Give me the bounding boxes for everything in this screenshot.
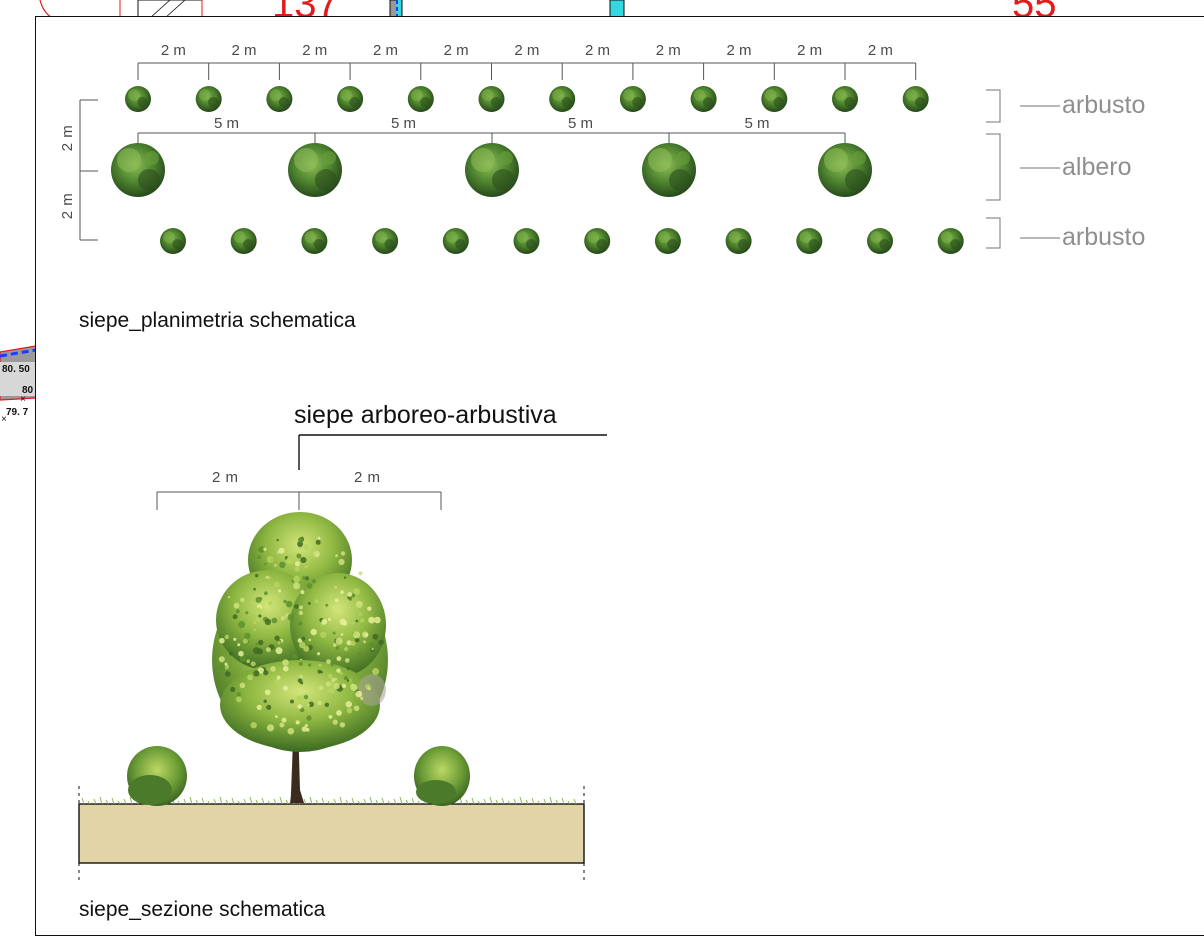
row-label-shrub: arbusto [1062, 223, 1146, 251]
dimension-label: 5 m [391, 115, 416, 132]
survey-point-marker: × [20, 394, 26, 405]
shrub [867, 228, 893, 254]
dimension-label: 5 m [214, 115, 239, 132]
tree [288, 143, 342, 197]
tree-row [111, 143, 872, 197]
tree-spacing-dimension: 5 m 5 m 5 m 5 m [137, 115, 846, 150]
shrub [584, 228, 611, 254]
row-spacing-dimension [79, 99, 98, 241]
section-title: siepe arboreo-arbustiva [294, 401, 557, 429]
shrub [230, 228, 257, 254]
shrub [654, 228, 681, 254]
dimension-label: 2 m [302, 42, 327, 59]
shrub [337, 86, 364, 112]
elevation-label: 80 [22, 385, 34, 396]
section-dim-left: 2 m [212, 469, 239, 486]
section-dimension-line [156, 491, 442, 510]
shrub [690, 86, 717, 112]
shrub [937, 228, 964, 254]
shrub [442, 228, 469, 254]
shrub [195, 86, 222, 112]
dimension-label: 2 m [161, 42, 186, 59]
shrub [301, 228, 328, 254]
shrub [796, 228, 823, 254]
shrub [902, 86, 929, 112]
dimension-label: 2 m [585, 42, 610, 59]
shrub [513, 228, 540, 254]
shrub [619, 86, 646, 112]
hedge-detail-panel [35, 16, 1204, 936]
plan-caption: siepe_planimetria schematica [79, 309, 356, 332]
section-caption: siepe_sezione schematica [79, 898, 326, 921]
shrub [266, 86, 293, 112]
shrub [725, 228, 752, 254]
elevation-label: 79. 7 [6, 407, 29, 418]
shrub-row-bottom [160, 228, 964, 254]
dimension-label: 5 m [744, 115, 769, 132]
tree-elevation [212, 512, 388, 804]
shrub [372, 228, 399, 254]
shrub-row-top [125, 86, 929, 112]
section-title-leader [298, 434, 607, 470]
row-label-tree: albero [1062, 153, 1132, 181]
shrub [125, 86, 151, 112]
row-gap-label: 2 m [59, 193, 76, 220]
dimension-label: 2 m [656, 42, 681, 59]
shrub [832, 86, 858, 112]
elevation-label: 80. 50 [2, 364, 30, 375]
shrub-elevation-right [414, 746, 470, 806]
row-brackets [986, 89, 1060, 249]
survey-point-marker: × [1, 414, 7, 425]
shrub [549, 86, 576, 112]
row-gap-label: 2 m [59, 125, 76, 152]
dimension-label: 5 m [568, 115, 593, 132]
section-dim-right: 2 m [354, 469, 381, 486]
tree [465, 143, 519, 197]
section-extents [78, 786, 585, 880]
dimension-label: 2 m [726, 42, 751, 59]
dimension-label: 2 m [868, 42, 893, 59]
tree [111, 143, 165, 197]
dimension-label: 2 m [514, 42, 539, 59]
shrub [761, 86, 788, 112]
shrub-spacing-dimension: 2 m 2 m 2 m 2 m 2 m 2 m 2 m 2 m 2 m 2 m 2 m [137, 42, 917, 80]
ground-section [78, 803, 585, 864]
dimension-label: 2 m [797, 42, 822, 59]
shrub-elevation-left [127, 746, 187, 806]
tree [818, 143, 872, 197]
shrub [407, 86, 434, 112]
shrub [478, 86, 505, 112]
dimension-label: 2 m [232, 42, 257, 59]
shrub [160, 228, 186, 254]
row-label-shrub: arbusto [1062, 91, 1146, 119]
dimension-label: 2 m [373, 42, 398, 59]
side-road-fragment [0, 345, 37, 401]
tree [642, 143, 696, 197]
hatched-area [137, 0, 203, 19]
dimension-label: 2 m [444, 42, 469, 59]
